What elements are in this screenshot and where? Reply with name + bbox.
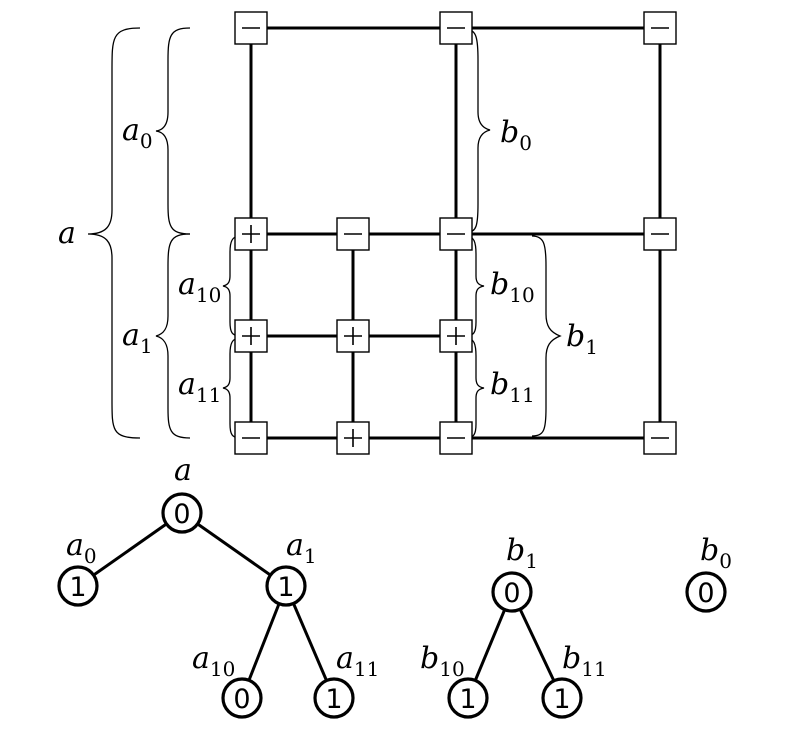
tree-a-node-left-value: 1 bbox=[69, 572, 86, 603]
grid-node-r2c1 bbox=[336, 319, 370, 353]
grid-nodes bbox=[234, 11, 677, 455]
tree-a-node-right-value: 1 bbox=[277, 572, 294, 603]
tree-b1-node-left-value: 1 bbox=[459, 684, 476, 715]
grid-node-r1c2 bbox=[439, 217, 473, 251]
tree-b0-node-root-value: 0 bbox=[697, 578, 714, 609]
brace-b0 bbox=[467, 29, 491, 233]
grid-node-r3c4 bbox=[643, 421, 677, 455]
grid-node-r3c0 bbox=[234, 421, 268, 455]
tree-a-node-right-left-value: 0 bbox=[233, 684, 250, 715]
tree-a: 0 1 1 0 1 a a0 a1 a10 a11 bbox=[57, 453, 379, 719]
tree-a-edge-root-left bbox=[77, 511, 183, 588]
tree-a-label-a10: a10 bbox=[192, 641, 235, 681]
tree-a-node-right bbox=[265, 565, 307, 607]
label-a0: a0 bbox=[122, 113, 153, 153]
tree-b1-label-b1: b1 bbox=[506, 533, 538, 573]
grid-node-r0c0 bbox=[234, 11, 268, 45]
tree-b1-label-b10: b10 bbox=[420, 641, 465, 681]
label-a1: a1 bbox=[122, 318, 153, 358]
label-b11: b11 bbox=[490, 367, 535, 407]
label-a10: a10 bbox=[178, 267, 221, 307]
braces bbox=[87, 27, 562, 439]
brace-b1 bbox=[531, 235, 562, 437]
brace-a0 bbox=[155, 27, 191, 235]
tree-a-node-right-left bbox=[221, 677, 263, 719]
tree-a-label-root: a bbox=[174, 453, 192, 488]
brace-a bbox=[87, 27, 141, 439]
label-b1: b1 bbox=[566, 319, 598, 359]
tree-a-edge-root-right bbox=[181, 511, 287, 588]
tree-a-node-right-right bbox=[313, 677, 355, 719]
grid-node-r0c4 bbox=[643, 11, 677, 45]
tree-a-label-a11: a11 bbox=[336, 641, 379, 681]
tree-b1-node-right-value: 1 bbox=[553, 684, 570, 715]
tree-b1-node-right bbox=[541, 677, 583, 719]
tree-a-node-root bbox=[161, 492, 203, 534]
tree-b1: 0 1 1 b1 b10 b11 bbox=[420, 533, 607, 719]
grid-node-r0c2 bbox=[439, 11, 473, 45]
tree-b0-node-root bbox=[685, 571, 727, 613]
grid-node-r1c0 bbox=[234, 217, 268, 251]
label-b10: b10 bbox=[490, 267, 535, 307]
brace-a1 bbox=[155, 233, 191, 439]
brace-b11 bbox=[465, 337, 485, 439]
tree-b1-node-root-value: 0 bbox=[503, 578, 520, 609]
brace-a11 bbox=[222, 337, 241, 439]
grid-node-r1c1 bbox=[336, 217, 370, 251]
label-a11: a11 bbox=[178, 367, 221, 407]
tree-b1-node-left bbox=[447, 677, 489, 719]
tree-a-node-root-value: 0 bbox=[173, 499, 190, 530]
tree-a-node-left bbox=[57, 565, 99, 607]
tree-b1-node-root bbox=[491, 571, 533, 613]
tree-a-label-a1: a1 bbox=[286, 528, 317, 568]
brace-a10 bbox=[222, 235, 241, 337]
tree-b0: 0 b0 bbox=[685, 533, 732, 613]
brace-b10 bbox=[465, 235, 485, 337]
grid-node-r2c2 bbox=[439, 319, 473, 353]
grid-node-r3c2 bbox=[439, 421, 473, 455]
grid-node-r2c0 bbox=[234, 319, 268, 353]
label-b0: b0 bbox=[500, 115, 532, 155]
tree-b1-label-b11: b11 bbox=[562, 641, 607, 681]
grid-labels: a a0 a1 a10 a11 b0 b10 b11 b1 bbox=[58, 113, 598, 407]
tree-a-label-a0: a0 bbox=[66, 528, 97, 568]
grid-node-r3c1 bbox=[336, 421, 370, 455]
tree-b0-label-b0: b0 bbox=[700, 533, 732, 573]
label-a: a bbox=[58, 216, 76, 251]
grid-node-r1c4 bbox=[643, 217, 677, 251]
tree-a-node-right-right-value: 1 bbox=[325, 684, 342, 715]
